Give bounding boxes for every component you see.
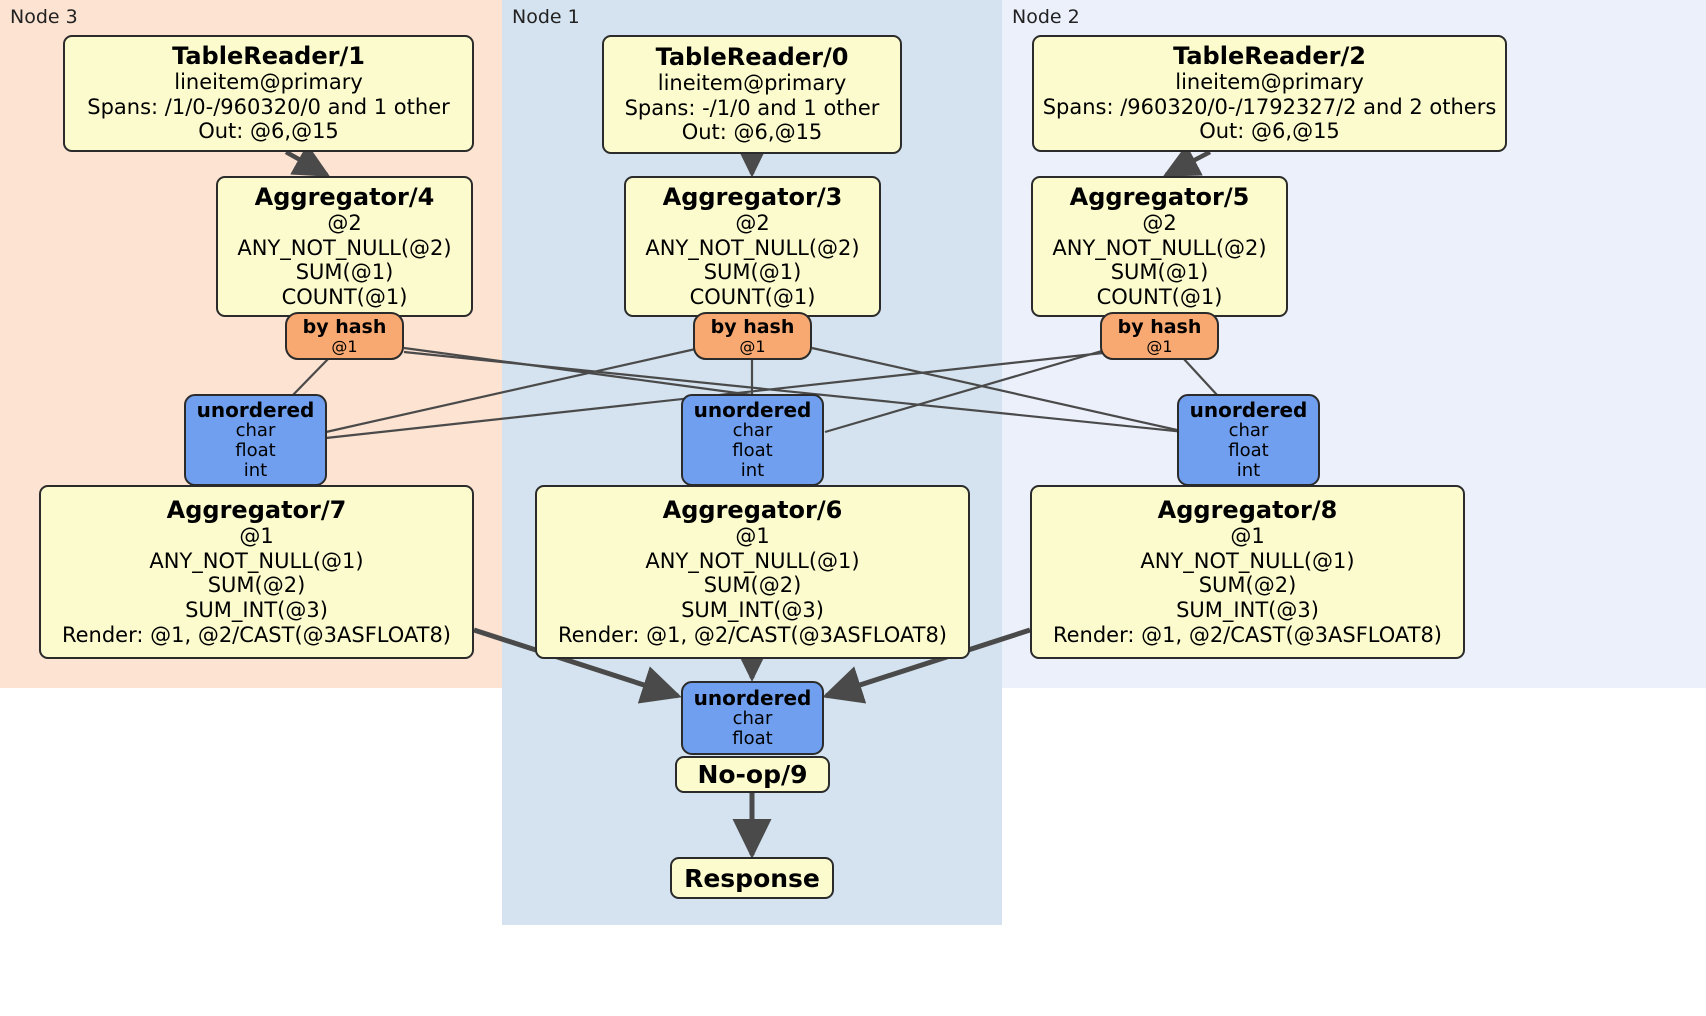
node-label-node1: Node 1 xyxy=(512,6,580,28)
processor-line: COUNT(@1) xyxy=(1096,284,1223,309)
processor-title: No-op/9 xyxy=(697,760,808,789)
processor-title: TableReader/0 xyxy=(655,42,849,71)
synchronizer-unordered-center[interactable]: unordered char float int xyxy=(681,394,824,486)
processor-line: ANY_NOT_NULL(@2) xyxy=(237,235,452,260)
processor-aggregator-6[interactable]: Aggregator/6 @1 ANY_NOT_NULL(@1) SUM(@2)… xyxy=(535,485,970,659)
processor-aggregator-8[interactable]: Aggregator/8 @1 ANY_NOT_NULL(@1) SUM(@2)… xyxy=(1030,485,1465,659)
node-label-node3: Node 3 xyxy=(10,6,78,28)
processor-line: lineitem@primary xyxy=(1175,70,1364,95)
processor-line: COUNT(@1) xyxy=(689,284,816,309)
processor-line: Spans: /960320/0-/1792327/2 and 2 others xyxy=(1042,94,1497,119)
processor-title: Aggregator/3 xyxy=(662,182,843,211)
router-line: @1 xyxy=(331,336,358,356)
processor-aggregator-3[interactable]: Aggregator/3 @2 ANY_NOT_NULL(@2) SUM(@1)… xyxy=(624,176,881,317)
processor-line: SUM(@2) xyxy=(703,573,802,598)
processor-title: Aggregator/7 xyxy=(166,495,347,524)
node-label-node2: Node 2 xyxy=(1012,6,1080,28)
processor-line: @2 xyxy=(327,211,362,236)
router-line: @1 xyxy=(739,336,766,356)
processor-line: @2 xyxy=(1142,211,1177,236)
synchronizer-title: unordered xyxy=(693,685,812,710)
processor-line: @2 xyxy=(735,211,770,236)
processor-line: COUNT(@1) xyxy=(281,284,408,309)
processor-line: @1 xyxy=(735,524,770,549)
synchronizer-line: char xyxy=(235,419,276,441)
processor-line: ANY_NOT_NULL(@1) xyxy=(1140,548,1355,573)
processor-title: Response xyxy=(684,863,820,893)
synchronizer-unordered-left[interactable]: unordered char float int xyxy=(184,394,327,486)
synchronizer-line: float xyxy=(1228,440,1269,462)
processor-line: ANY_NOT_NULL(@2) xyxy=(1052,235,1267,260)
synchronizer-line: float xyxy=(732,440,773,462)
synchronizer-line: char xyxy=(732,419,773,441)
processor-line: SUM(@1) xyxy=(703,260,802,285)
synchronizer-line: int xyxy=(740,460,765,482)
processor-line: @1 xyxy=(239,524,274,549)
processor-line: SUM(@2) xyxy=(207,573,306,598)
router-by-hash-right[interactable]: by hash @1 xyxy=(1100,312,1219,360)
router-by-hash-left[interactable]: by hash @1 xyxy=(285,312,404,360)
processor-line: ANY_NOT_NULL(@1) xyxy=(645,548,860,573)
processor-line: lineitem@primary xyxy=(657,71,847,96)
processor-noop-9[interactable]: No-op/9 xyxy=(675,756,830,793)
processor-line: Out: @6,@15 xyxy=(681,120,823,145)
synchronizer-title: unordered xyxy=(196,397,315,422)
processor-tablereader-2[interactable]: TableReader/2 lineitem@primary Spans: /9… xyxy=(1032,35,1507,152)
router-line: @1 xyxy=(1146,336,1173,356)
processor-line: SUM_INT(@3) xyxy=(681,597,824,622)
router-title: by hash xyxy=(1117,315,1202,338)
processor-title: Aggregator/8 xyxy=(1157,495,1338,524)
processor-line: Out: @6,@15 xyxy=(1199,119,1340,144)
synchronizer-title: unordered xyxy=(1189,397,1308,422)
processor-line: SUM_INT(@3) xyxy=(185,597,328,622)
processor-line: SUM(@1) xyxy=(1110,260,1209,285)
processor-line: Render: @1, @2/CAST(@3ASFLOAT8) xyxy=(1052,622,1443,647)
processor-line: ANY_NOT_NULL(@2) xyxy=(645,235,860,260)
synchronizer-line: char xyxy=(732,708,773,730)
processor-response[interactable]: Response xyxy=(670,857,834,899)
synchronizer-title: unordered xyxy=(693,397,812,422)
processor-title: Aggregator/5 xyxy=(1069,182,1250,211)
synchronizer-line: int xyxy=(243,460,268,482)
processor-line: @1 xyxy=(1230,524,1265,549)
router-title: by hash xyxy=(302,315,387,338)
processor-line: ANY_NOT_NULL(@1) xyxy=(149,548,364,573)
processor-title: Aggregator/4 xyxy=(254,182,435,211)
processor-line: SUM_INT(@3) xyxy=(1176,597,1319,622)
router-title: by hash xyxy=(710,315,795,338)
processor-line: Render: @1, @2/CAST(@3ASFLOAT8) xyxy=(61,622,452,647)
processor-aggregator-7[interactable]: Aggregator/7 @1 ANY_NOT_NULL(@1) SUM(@2)… xyxy=(39,485,474,659)
processor-line: Spans: /1/0-/960320/0 and 1 other xyxy=(87,94,450,119)
synchronizer-unordered-final[interactable]: unordered char float xyxy=(681,681,824,755)
processor-line: SUM(@2) xyxy=(1198,573,1297,598)
processor-line: SUM(@1) xyxy=(295,260,394,285)
processor-line: lineitem@primary xyxy=(174,70,363,95)
synchronizer-unordered-right[interactable]: unordered char float int xyxy=(1177,394,1320,486)
synchronizer-line: float xyxy=(235,440,276,462)
processor-line: Spans: -/1/0 and 1 other xyxy=(624,95,880,120)
processor-line: Render: @1, @2/CAST(@3ASFLOAT8) xyxy=(557,622,948,647)
router-by-hash-center[interactable]: by hash @1 xyxy=(693,312,812,360)
processor-aggregator-5[interactable]: Aggregator/5 @2 ANY_NOT_NULL(@2) SUM(@1)… xyxy=(1031,176,1288,317)
synchronizer-line: char xyxy=(1228,419,1269,441)
processor-title: TableReader/2 xyxy=(1173,41,1366,70)
processor-tablereader-0[interactable]: TableReader/0 lineitem@primary Spans: -/… xyxy=(602,35,902,154)
processor-line: Out: @6,@15 xyxy=(198,119,339,144)
processor-title: TableReader/1 xyxy=(172,41,365,70)
synchronizer-line: int xyxy=(1236,460,1261,482)
processor-title: Aggregator/6 xyxy=(662,495,843,524)
processor-tablereader-1[interactable]: TableReader/1 lineitem@primary Spans: /1… xyxy=(63,35,474,152)
processor-aggregator-4[interactable]: Aggregator/4 @2 ANY_NOT_NULL(@2) SUM(@1)… xyxy=(216,176,473,317)
synchronizer-line: float xyxy=(732,728,773,750)
